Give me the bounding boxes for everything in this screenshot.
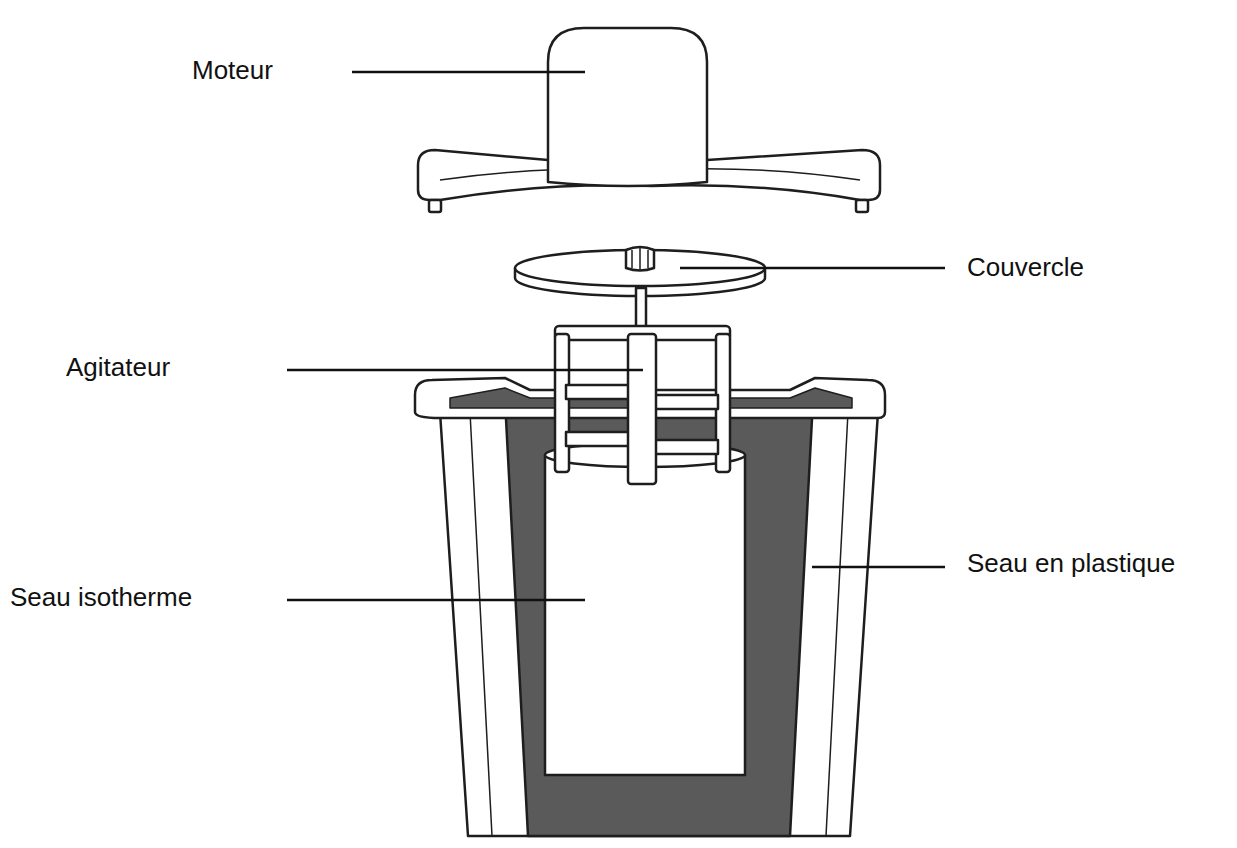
agitator-paddle <box>654 395 718 409</box>
agitator-center <box>628 334 656 484</box>
leader-line <box>680 267 945 270</box>
canister-bottom <box>545 774 745 776</box>
lid-knob-ribs <box>632 248 648 270</box>
leader-line <box>287 599 585 602</box>
leader-line <box>287 369 643 372</box>
part-label: Moteur <box>192 55 273 85</box>
agitator-paddle <box>566 432 630 446</box>
motor-foot <box>429 200 441 212</box>
part-label: Seau en plastique <box>967 548 1175 578</box>
leader-line <box>812 566 945 569</box>
part-label: Couvercle <box>967 252 1084 282</box>
agitator-side <box>555 334 569 472</box>
part-label: Seau isotherme <box>10 582 192 612</box>
motor-foot <box>856 200 868 212</box>
plastic-bucket <box>440 412 878 836</box>
insulated-canister <box>545 455 745 775</box>
motor-housing <box>548 28 707 186</box>
agitator-shaft <box>636 288 646 328</box>
agitator-paddle <box>566 385 630 399</box>
agitator-paddle <box>654 440 718 454</box>
bucket-insulation <box>505 400 813 836</box>
lid-knob <box>626 247 654 271</box>
leader-line <box>352 71 585 74</box>
part-label: Agitateur <box>66 352 170 382</box>
